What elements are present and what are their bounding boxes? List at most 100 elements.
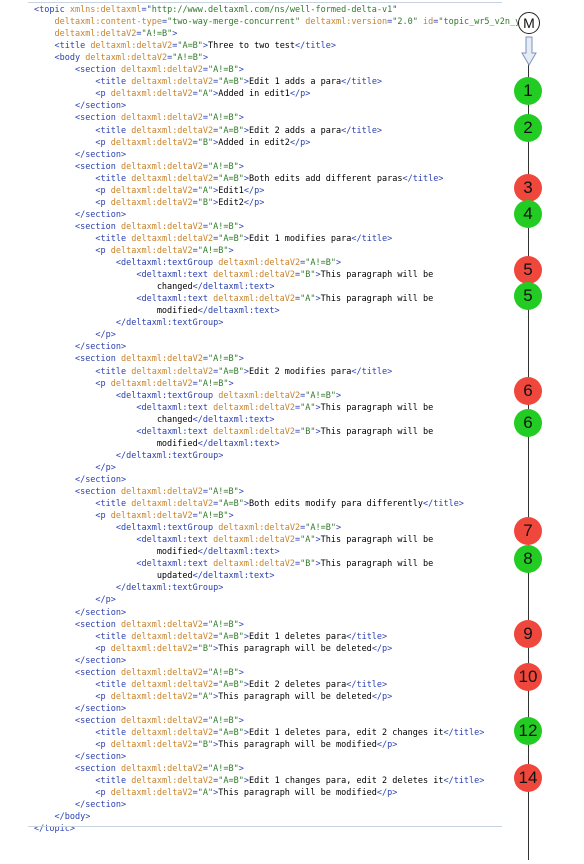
timeline-node[interactable]: 7 [514,517,542,545]
timeline-node[interactable]: 5 [514,256,542,284]
code-token-tag: > [238,221,244,232]
code-token-tag: </section> [74,474,127,485]
code-token-tag: <deltaxml:text [136,294,214,305]
code-token-tag: > [213,137,219,148]
xml-code-panel[interactable]: <topic xmlns:deltaxml="http://www.deltax… [28,0,531,834]
code-token-txt [34,475,75,485]
timeline-node[interactable]: 1 [514,77,542,105]
code-line: <topic xmlns:deltaxml="http://www.deltax… [34,4,397,16]
code-token-tag: = [300,523,306,534]
code-token-attr: deltaxml:deltaV2 [110,378,193,389]
code-line: <section deltaxml:deltaV2="A!=B"> [34,161,244,173]
code-token-txt [34,463,95,473]
code-token-tag: = [387,17,393,28]
code-line: </section> [34,607,126,619]
timeline-node[interactable]: 14 [514,764,542,792]
code-token-tag: <body [54,53,86,64]
code-token-tag: </p> [243,197,265,208]
timeline-node[interactable]: 2 [514,114,542,142]
code-token-txt [34,330,95,340]
timeline-node[interactable]: 3 [514,174,542,202]
code-token-val: "B" [300,270,316,281]
code-token-txt [34,162,75,172]
code-token-val: "A" [197,788,214,799]
code-token-tag: </title> [346,679,388,690]
timeline-node[interactable]: 5 [514,282,542,310]
code-token-txt [34,391,116,401]
code-top-rule [28,2,502,3]
timeline-node[interactable]: 6 [514,409,542,437]
code-line: <section deltaxml:deltaV2="A!=B"> [34,667,244,679]
code-line: </deltaxml:textGroup> [34,317,223,329]
code-token-tag: = [172,41,178,52]
timeline-node[interactable]: 6 [514,377,542,405]
code-token-tag: > [238,161,244,172]
code-line: <deltaxml:text deltaxml:deltaV2="B">This… [34,426,433,438]
code-token-tag: </topic> [34,824,75,835]
code-token-tag: = [192,511,198,522]
code-token-tag: </deltaxml:text> [192,282,275,293]
code-token-tag: <title [95,679,132,690]
code-token-tag: </deltaxml:textGroup> [115,583,224,594]
code-token-tag: <deltaxml:text [136,426,214,437]
code-token-txt [34,692,95,702]
code-line: <deltaxml:text deltaxml:deltaV2="A">This… [34,402,433,414]
code-token-txt [34,511,95,521]
code-token-val: "A!=B" [172,53,203,64]
code-bottom-rule [28,826,502,827]
timeline-node[interactable]: 4 [514,200,542,228]
code-token-attr: id [423,17,434,28]
code-token-val: "A=B" [218,366,244,377]
timeline-node[interactable]: 9 [514,620,542,648]
timeline-node[interactable]: 10 [514,663,542,691]
code-token-tag: </deltaxml:textGroup> [115,450,224,461]
code-token-tag: = [295,270,301,281]
code-token-tag: <p [95,691,111,702]
code-token-attr: deltaxml:deltaV2 [121,221,203,232]
code-token-txt: This paragraph will be [320,426,434,437]
code-token-val: "A!=B" [305,390,336,401]
code-line: <p deltaxml:deltaV2="A!=B"> [34,378,234,390]
code-token-tag: > [228,378,234,389]
code-token-tag: = [295,426,301,437]
code-token-txt [34,595,95,605]
code-token-attr: deltaxml:deltaV2 [110,643,193,654]
code-token-tag: <deltaxml:text [136,559,214,570]
code-token-txt [34,126,95,136]
code-token-attr: deltaxml:deltaV2 [218,258,301,269]
code-line: modified</deltaxml:text> [34,305,280,317]
code-line: <deltaxml:text deltaxml:deltaV2="B">This… [34,269,433,281]
code-token-val: "A" [197,89,214,100]
code-token-tag: " [392,5,398,15]
code-token-tag: > [213,89,219,100]
code-token-txt [34,17,54,27]
code-token-tag: = [213,173,219,184]
code-token-tag: </section> [74,800,127,811]
code-line: <p deltaxml:deltaV2="A!=B"> [34,245,233,257]
code-token-val: "A!=B" [208,715,239,726]
code-token-attr: deltaxml:deltaV2 [85,53,168,64]
code-token-tag: </deltaxml:text> [192,414,275,425]
code-line: updated</deltaxml:text> [34,570,275,582]
code-line: <p deltaxml:deltaV2="A">Added in edit1</… [34,88,310,100]
code-line: </section> [34,149,126,161]
code-token-tag: </title> [443,728,485,738]
code-token-txt: Three to two test [208,41,296,52]
code-line: </section> [34,799,126,811]
code-token-txt: Edit1 [218,185,244,196]
code-token-tag: </title> [422,499,464,510]
timeline-node[interactable]: 12 [514,717,542,745]
code-token-tag: = [213,366,219,377]
code-token-tag: <title [95,366,132,377]
code-token-tag: = [192,89,198,100]
code-token-attr: deltaxml:deltaV2 [121,354,203,365]
code-token-txt [34,379,95,389]
code-token-tag: <title [95,728,132,738]
timeline-node[interactable]: 8 [514,545,542,573]
code-token-txt: Edit 2 deletes para [248,679,347,690]
code-token-tag: = [300,258,306,269]
code-token-tag: > [202,53,209,64]
code-token-tag: <deltaxml:text [136,402,214,413]
code-token-tag: <section [74,221,122,232]
code-token-txt [34,342,75,352]
